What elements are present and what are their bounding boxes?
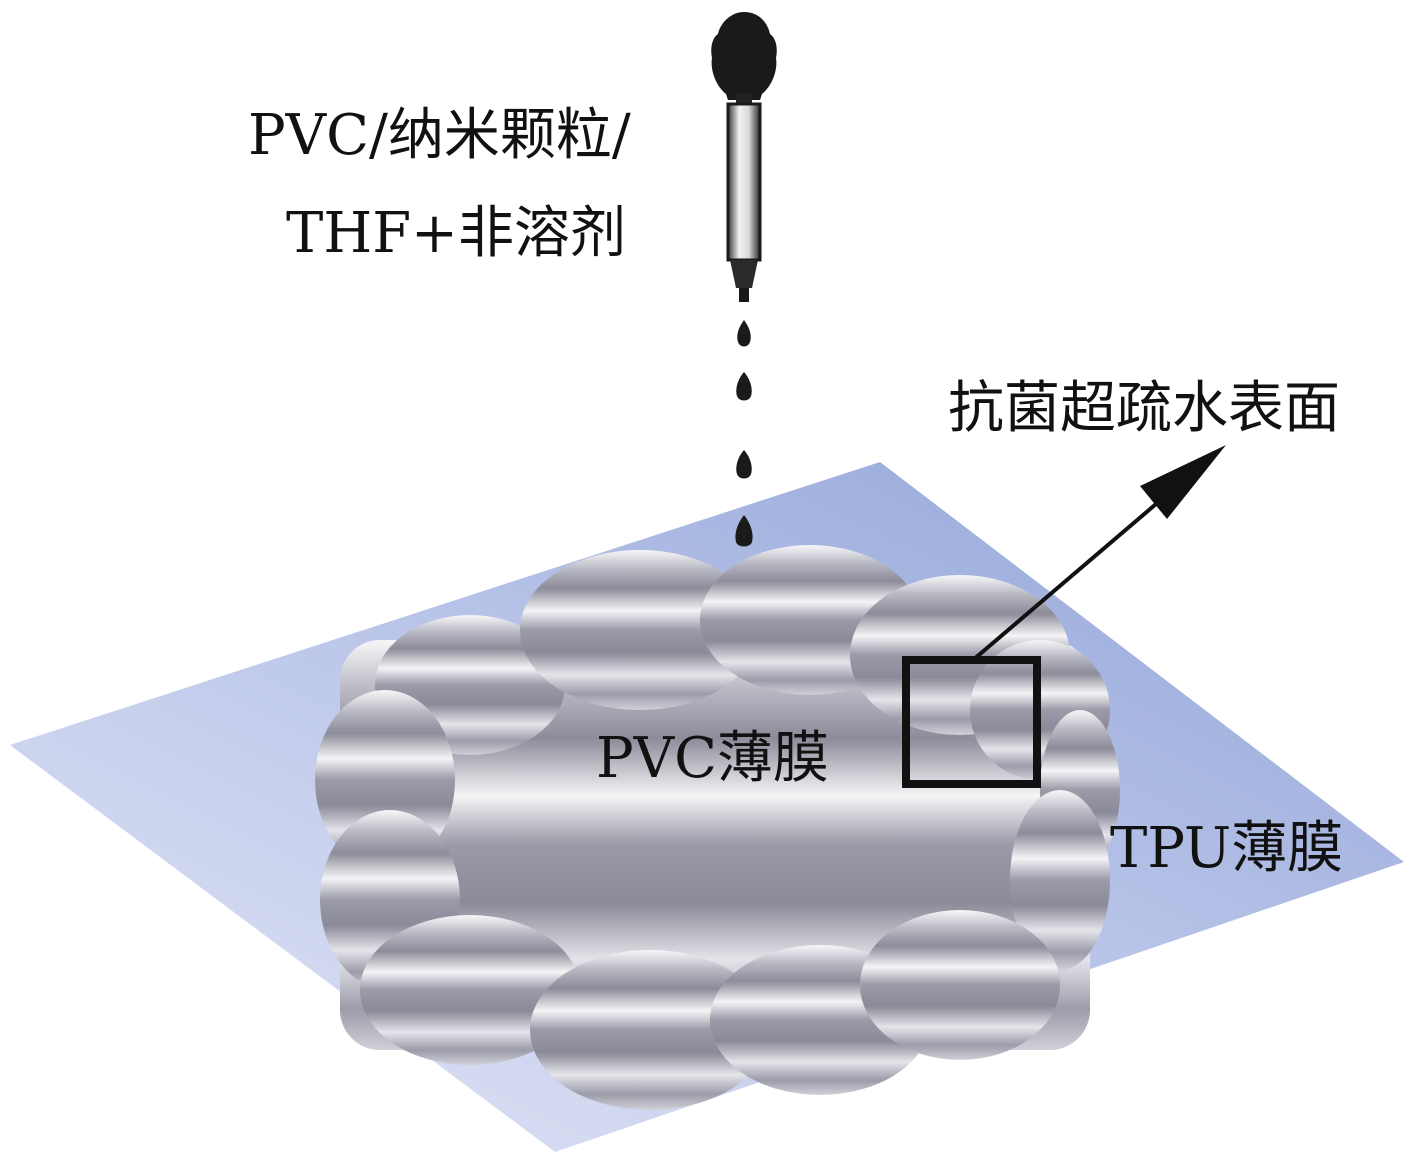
pvc-film-cloud (315, 545, 1120, 1110)
surface-highlight-box (902, 656, 1041, 788)
arrow-icon (971, 445, 1226, 662)
antibacterial-superhydrophobic-surface-label: 抗菌超疏水表面 (948, 376, 1340, 441)
pvc-film-label: PVC薄膜 (596, 726, 829, 791)
solution-label-line1: PVC/纳米颗粒/ (248, 103, 631, 168)
dropper-icon (711, 12, 777, 302)
solution-label-line2: THF+非溶剂 (286, 201, 626, 266)
droplet-icon (735, 320, 753, 547)
tpu-film-label: TPU薄膜 (1110, 816, 1344, 881)
